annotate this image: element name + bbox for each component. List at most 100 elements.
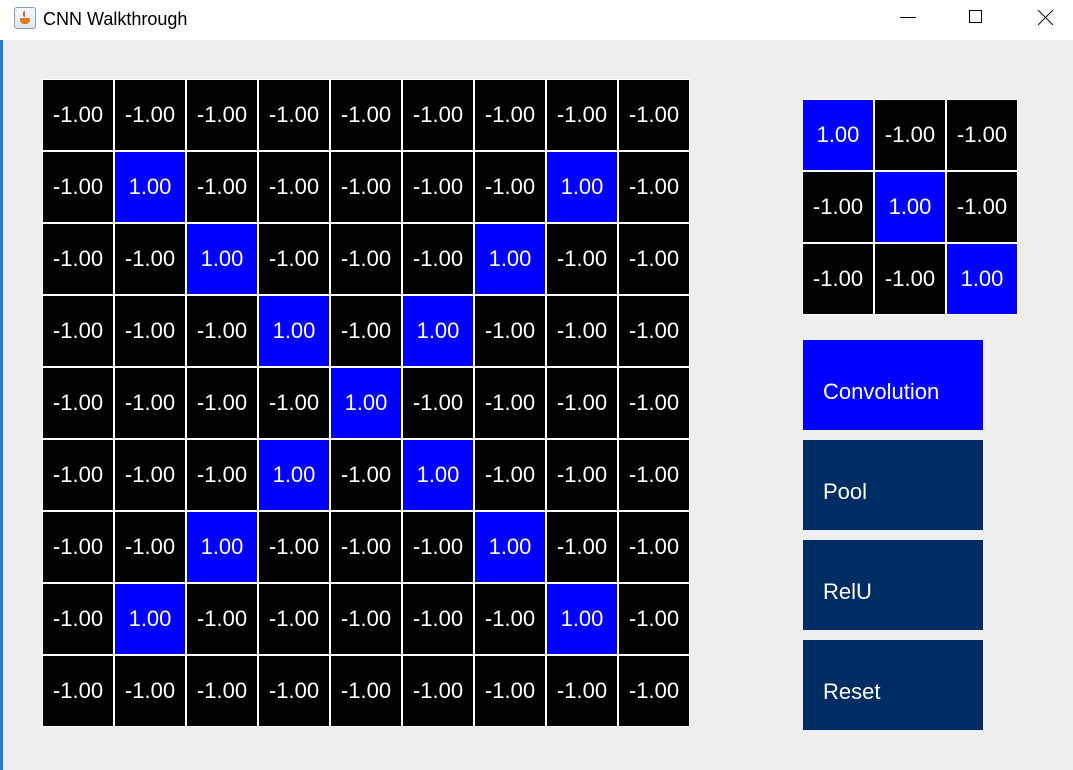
input-grid-cell[interactable]: -1.00 bbox=[619, 368, 689, 438]
input-grid-cell[interactable]: -1.00 bbox=[115, 296, 185, 366]
input-grid-cell[interactable]: -1.00 bbox=[259, 656, 329, 726]
input-grid-cell[interactable]: -1.00 bbox=[547, 368, 617, 438]
input-grid-cell[interactable]: -1.00 bbox=[475, 80, 545, 150]
input-grid-cell[interactable]: -1.00 bbox=[187, 584, 257, 654]
window-title: CNN Walkthrough bbox=[43, 9, 188, 29]
relu-button[interactable]: RelU bbox=[803, 540, 983, 630]
input-grid-cell[interactable]: -1.00 bbox=[475, 584, 545, 654]
kernel-grid-cell[interactable]: 1.00 bbox=[947, 244, 1017, 314]
input-grid-cell[interactable]: -1.00 bbox=[475, 152, 545, 222]
input-grid-cell[interactable]: -1.00 bbox=[259, 368, 329, 438]
input-grid-cell[interactable]: -1.00 bbox=[403, 224, 473, 294]
input-grid-cell[interactable]: -1.00 bbox=[43, 224, 113, 294]
kernel-grid-cell[interactable]: -1.00 bbox=[803, 172, 873, 242]
input-grid-cell[interactable]: -1.00 bbox=[43, 80, 113, 150]
input-grid-cell[interactable]: -1.00 bbox=[547, 296, 617, 366]
kernel-grid-cell[interactable]: 1.00 bbox=[875, 172, 945, 242]
input-grid-cell[interactable]: -1.00 bbox=[331, 440, 401, 510]
input-grid-cell[interactable]: -1.00 bbox=[619, 152, 689, 222]
input-grid-cell[interactable]: -1.00 bbox=[115, 368, 185, 438]
input-grid-cell[interactable]: -1.00 bbox=[475, 296, 545, 366]
input-grid-cell[interactable]: -1.00 bbox=[403, 656, 473, 726]
input-grid-cell[interactable]: -1.00 bbox=[187, 440, 257, 510]
kernel-grid-cell[interactable]: -1.00 bbox=[947, 100, 1017, 170]
input-grid-cell[interactable]: -1.00 bbox=[619, 440, 689, 510]
input-grid-cell[interactable]: -1.00 bbox=[43, 152, 113, 222]
input-grid-cell[interactable]: 1.00 bbox=[187, 512, 257, 582]
input-grid-cell[interactable]: -1.00 bbox=[331, 296, 401, 366]
input-grid-cell[interactable]: -1.00 bbox=[115, 440, 185, 510]
input-grid-cell[interactable]: -1.00 bbox=[331, 512, 401, 582]
input-grid-cell[interactable]: 1.00 bbox=[115, 584, 185, 654]
input-grid-cell[interactable]: -1.00 bbox=[619, 296, 689, 366]
input-grid-cell[interactable]: 1.00 bbox=[475, 512, 545, 582]
input-grid-cell[interactable]: 1.00 bbox=[403, 440, 473, 510]
reset-button[interactable]: Reset bbox=[803, 640, 983, 730]
input-grid-cell[interactable]: -1.00 bbox=[331, 656, 401, 726]
input-grid-cell[interactable]: -1.00 bbox=[547, 440, 617, 510]
input-grid-cell[interactable]: -1.00 bbox=[43, 296, 113, 366]
input-grid-cell[interactable]: -1.00 bbox=[259, 80, 329, 150]
input-grid-cell[interactable]: -1.00 bbox=[259, 152, 329, 222]
input-grid-cell[interactable]: -1.00 bbox=[259, 584, 329, 654]
input-grid-cell[interactable]: -1.00 bbox=[403, 80, 473, 150]
input-grid-cell[interactable]: -1.00 bbox=[187, 296, 257, 366]
input-grid-cell[interactable]: -1.00 bbox=[475, 368, 545, 438]
input-grid-cell[interactable]: -1.00 bbox=[403, 584, 473, 654]
input-grid-cell[interactable]: -1.00 bbox=[619, 656, 689, 726]
input-grid-cell[interactable]: -1.00 bbox=[115, 224, 185, 294]
input-grid-cell[interactable]: 1.00 bbox=[547, 152, 617, 222]
input-grid-cell[interactable]: -1.00 bbox=[619, 584, 689, 654]
input-grid-cell[interactable]: 1.00 bbox=[115, 152, 185, 222]
input-grid-cell[interactable]: -1.00 bbox=[187, 368, 257, 438]
input-grid-cell[interactable]: -1.00 bbox=[547, 224, 617, 294]
input-grid-cell[interactable]: -1.00 bbox=[43, 512, 113, 582]
input-grid-cell[interactable]: -1.00 bbox=[115, 656, 185, 726]
input-grid-cell[interactable]: -1.00 bbox=[187, 80, 257, 150]
input-grid-cell[interactable]: -1.00 bbox=[619, 80, 689, 150]
input-grid-cell[interactable]: 1.00 bbox=[331, 368, 401, 438]
input-grid-cell[interactable]: 1.00 bbox=[259, 296, 329, 366]
input-grid-cell[interactable]: -1.00 bbox=[619, 512, 689, 582]
convolution-button[interactable]: Convolution bbox=[803, 340, 983, 430]
input-grid-cell[interactable]: -1.00 bbox=[475, 656, 545, 726]
input-image-grid: -1.00-1.00-1.00-1.00-1.00-1.00-1.00-1.00… bbox=[42, 79, 690, 727]
input-grid-cell[interactable]: -1.00 bbox=[403, 368, 473, 438]
input-grid-cell[interactable]: 1.00 bbox=[475, 224, 545, 294]
kernel-grid-cell[interactable]: -1.00 bbox=[875, 244, 945, 314]
input-grid-cell[interactable]: -1.00 bbox=[259, 512, 329, 582]
input-grid-cell[interactable]: -1.00 bbox=[331, 80, 401, 150]
kernel-grid-cell[interactable]: -1.00 bbox=[803, 244, 873, 314]
input-grid-cell[interactable]: -1.00 bbox=[547, 656, 617, 726]
input-grid-cell[interactable]: -1.00 bbox=[259, 224, 329, 294]
input-grid-cell[interactable]: -1.00 bbox=[331, 224, 401, 294]
input-grid-cell[interactable]: -1.00 bbox=[547, 80, 617, 150]
input-grid-cell[interactable]: -1.00 bbox=[331, 152, 401, 222]
minimize-button[interactable] bbox=[873, 0, 941, 36]
input-grid-cell[interactable]: -1.00 bbox=[619, 224, 689, 294]
input-grid-cell[interactable]: -1.00 bbox=[115, 80, 185, 150]
input-grid-cell[interactable]: -1.00 bbox=[475, 440, 545, 510]
pool-button[interactable]: Pool bbox=[803, 440, 983, 530]
input-grid-cell[interactable]: 1.00 bbox=[259, 440, 329, 510]
input-grid-cell[interactable]: -1.00 bbox=[43, 368, 113, 438]
close-button[interactable] bbox=[1009, 0, 1073, 36]
kernel-grid-cell[interactable]: 1.00 bbox=[803, 100, 873, 170]
input-grid-cell[interactable]: -1.00 bbox=[115, 512, 185, 582]
input-grid-cell[interactable]: 1.00 bbox=[187, 224, 257, 294]
input-grid-cell[interactable]: -1.00 bbox=[187, 656, 257, 726]
input-grid-cell[interactable]: -1.00 bbox=[43, 584, 113, 654]
input-grid-cell[interactable]: -1.00 bbox=[43, 656, 113, 726]
kernel-grid-cell[interactable]: -1.00 bbox=[875, 100, 945, 170]
input-grid-cell[interactable]: -1.00 bbox=[547, 512, 617, 582]
maximize-button[interactable] bbox=[941, 0, 1009, 36]
input-grid-cell[interactable]: 1.00 bbox=[547, 584, 617, 654]
input-grid-cell[interactable]: -1.00 bbox=[403, 512, 473, 582]
input-grid-cell[interactable]: -1.00 bbox=[187, 152, 257, 222]
input-grid-cell[interactable]: -1.00 bbox=[331, 584, 401, 654]
input-grid-cell[interactable]: -1.00 bbox=[403, 152, 473, 222]
kernel-grid-cell[interactable]: -1.00 bbox=[947, 172, 1017, 242]
input-grid-cell[interactable]: -1.00 bbox=[43, 440, 113, 510]
input-grid-cell[interactable]: 1.00 bbox=[403, 296, 473, 366]
